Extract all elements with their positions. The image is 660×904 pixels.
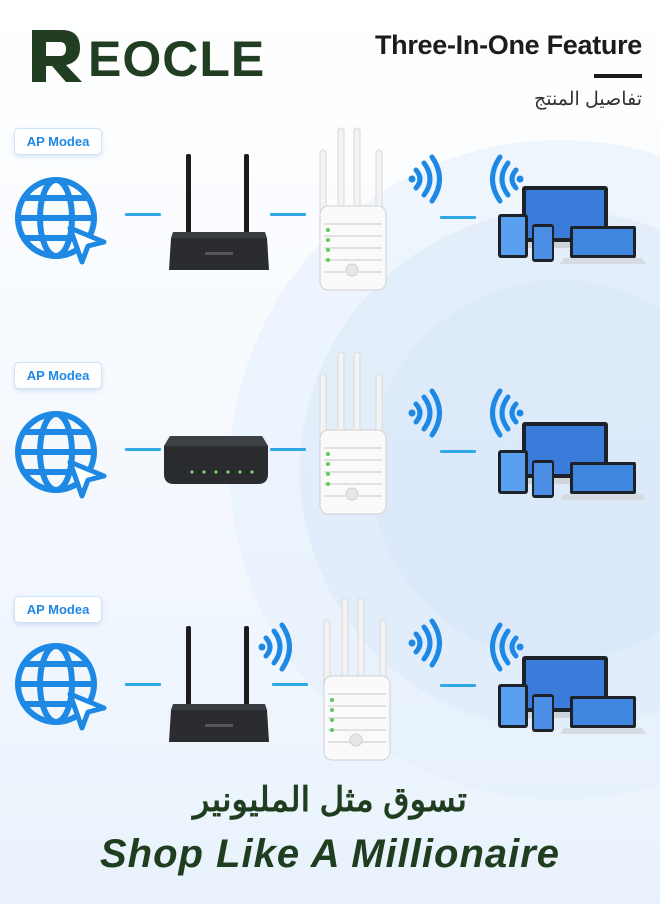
globe-cursor-icon — [15, 411, 107, 499]
link-line — [440, 684, 476, 687]
ap-mode-badge: AP Modea — [14, 596, 102, 623]
globe-cursor-icon — [15, 643, 107, 731]
link-line — [125, 448, 161, 451]
link-line — [270, 448, 306, 451]
devices-icon — [498, 656, 646, 734]
ap-mode-badge: AP Modea — [14, 128, 102, 155]
router-device — [169, 154, 269, 270]
wifi-signal-icon — [408, 154, 442, 204]
headline-underline — [594, 74, 642, 78]
link-line — [270, 213, 306, 216]
subtitle-arabic: تفاصيل المنتج — [533, 89, 642, 110]
router-device — [169, 626, 269, 742]
wifi-signal-icon — [258, 622, 292, 672]
link-line — [440, 216, 476, 219]
brand-logo: EOCLE — [32, 30, 265, 84]
repeater-device — [319, 127, 387, 291]
link-line — [272, 683, 308, 686]
repeater-device — [323, 597, 391, 761]
devices-icon — [498, 186, 646, 264]
slogan-english: Shop Like A Millionaire — [99, 832, 561, 876]
mode-row-1: AP Modea — [0, 127, 660, 318]
switch-device — [164, 436, 268, 484]
link-line — [125, 683, 161, 686]
wifi-signal-icon — [408, 618, 442, 668]
wifi-signal-icon — [490, 388, 524, 438]
repeater-device — [319, 351, 387, 515]
mode-row-2: AP Modea — [0, 351, 660, 552]
devices-icon — [498, 422, 646, 500]
wifi-signal-icon — [490, 622, 524, 672]
ap-mode-badge: AP Modea — [14, 362, 102, 389]
link-line — [440, 450, 476, 453]
logo-text: EOCLE — [88, 31, 265, 84]
slogan-arabic: تسوق مثل المليونير — [193, 781, 467, 819]
wifi-signal-icon — [490, 154, 524, 204]
headline: Three-In-One Feature — [374, 30, 642, 60]
wifi-signal-icon — [408, 388, 442, 438]
link-line — [125, 213, 161, 216]
globe-cursor-icon — [15, 177, 107, 265]
mode-row-3: AP Modea — [0, 596, 660, 786]
